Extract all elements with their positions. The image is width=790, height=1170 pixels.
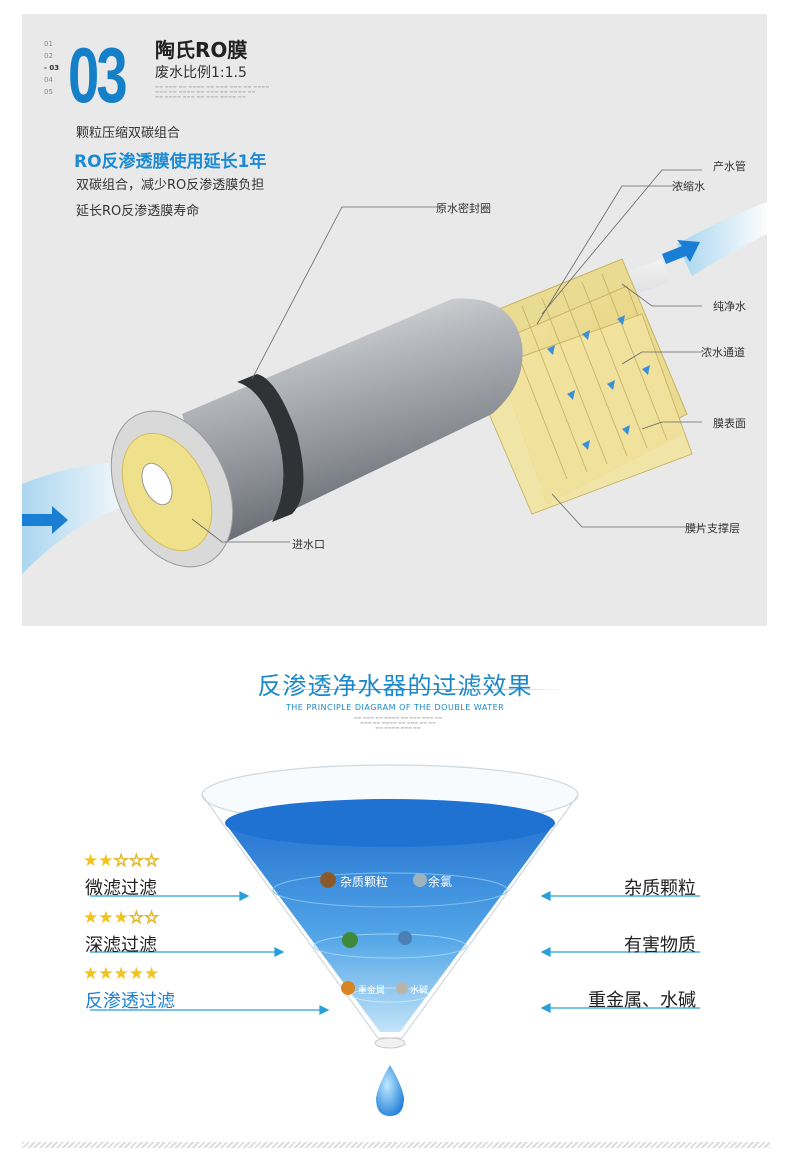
label-pure-water: 纯净水 [713, 300, 746, 313]
level-name: 深滤过滤 [85, 935, 157, 956]
cone-label-scale: 水碱 [410, 986, 429, 996]
cone-label-heavy-metal: 重金属 [358, 986, 386, 996]
harmful-particle-icon [398, 931, 412, 945]
seal-ring [237, 374, 304, 522]
decorative-fine-print: ▬▬ ▬▬▬ ▬▬ ▬▬▬▬ ▬▬ ▬▬▬ ▬▬▬ ▬▬ ▬▬▬▬▬▬▬ ▬▬ … [155, 84, 270, 99]
step-item: 05 [44, 88, 53, 96]
title-rule [248, 689, 566, 690]
cone-label-chlorine: 余氯 [428, 875, 453, 889]
rating-stars: ★★★★★ [83, 964, 160, 984]
decorative-fine-print: ▬▬ ▬▬▬ ▬▬ ▬▬▬▬ ▬▬ ▬▬▬ ▬▬▬ ▬▬▬▬▬ ▬▬ ▬▬▬▬ … [353, 715, 443, 730]
label-concentrate: 浓缩水 [672, 180, 705, 193]
scale-icon [396, 982, 408, 994]
filter-section-title: 反渗透净水器的过滤效果 [257, 672, 533, 700]
level-name: 反渗透过滤 [85, 991, 175, 1012]
step-item: 02 [44, 52, 53, 60]
intro-highlight: RO反渗透膜使用延长1年 [74, 152, 267, 172]
outlet-arrow-icon [662, 240, 700, 264]
level-arrows [90, 891, 700, 1015]
inlet-arrow-icon [22, 506, 68, 534]
intro-line: 延长RO反渗透膜寿命 [76, 204, 200, 219]
step-item-active: - 03 [44, 64, 60, 72]
harmful-substance-icon [342, 932, 358, 948]
level-name: 微滤过滤 [85, 878, 157, 899]
membrane-layers [471, 258, 693, 515]
water-drop-icon [376, 1065, 404, 1116]
inlet-port [141, 462, 173, 506]
inlet-water-stream [22, 462, 137, 574]
label-concentrate-channel: 浓水通道 [701, 346, 745, 359]
level-result: 重金属、水碱 [588, 990, 696, 1011]
ro-membrane-illustration [22, 169, 767, 574]
label-membrane-surface: 膜表面 [713, 417, 746, 430]
cone-label-impurity: 杂质颗粒 [340, 875, 389, 889]
membrane-housing [182, 298, 523, 544]
bottom-divider [22, 1142, 770, 1148]
step-item: 04 [44, 76, 53, 84]
step-item: 01 [44, 40, 53, 48]
step-number: 03 [68, 31, 128, 119]
ro-membrane-panel: 01 02 - 03 04 05 03 陶氏RO膜 废水比例1:1.5 ▬▬ ▬… [22, 14, 767, 626]
level-result: 有害物质 [624, 935, 696, 956]
label-product-pipe: 产水管 [713, 160, 746, 173]
label-raw-seal: 原水密封圈 [436, 202, 491, 215]
label-inlet: 进水口 [292, 538, 325, 551]
level-result: 杂质颗粒 [624, 878, 696, 899]
intro-line: 颗粒压缩双碳组合 [76, 126, 181, 141]
intro-line: 双碳组合，减少RO反渗透膜负担 [76, 178, 265, 193]
heavy-metal-icon [341, 981, 355, 995]
rating-stars: ★★★☆☆ [83, 908, 160, 928]
section-subtitle: 废水比例1:1.5 [155, 65, 247, 81]
chlorine-icon [413, 873, 427, 887]
section-title: 陶氏RO膜 [155, 38, 248, 62]
outlet-water-stream [677, 202, 767, 276]
label-support-layer: 膜片支撑层 [685, 522, 740, 535]
rating-stars: ★★☆☆☆ [83, 851, 160, 871]
filter-section-subtitle: THE PRINCIPLE DIAGRAM OF THE DOUBLE WATE… [285, 703, 505, 712]
step-index: 01 02 - 03 04 05 [44, 38, 59, 98]
impurity-particle-icon [320, 872, 336, 888]
filter-funnel [201, 764, 579, 1116]
